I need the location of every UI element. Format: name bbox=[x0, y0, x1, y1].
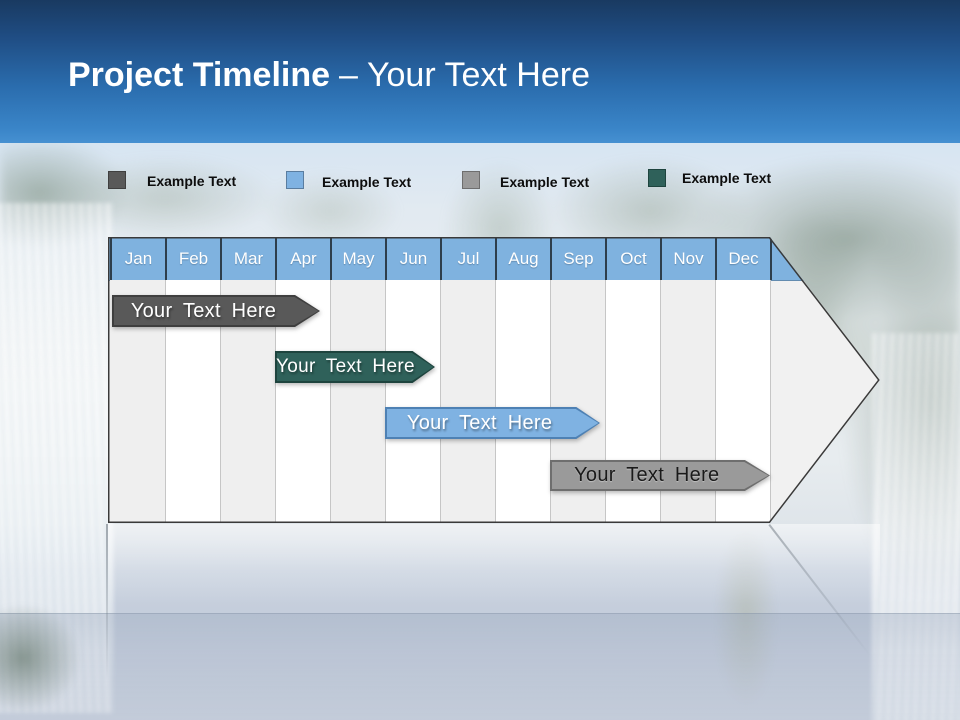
chart-reflection bbox=[108, 524, 880, 604]
legend-label-3: Example Text bbox=[500, 174, 590, 190]
title-main: Project Timeline bbox=[68, 56, 331, 94]
task-bar-fill bbox=[386, 408, 599, 438]
photo-pond bbox=[0, 613, 960, 720]
month-cell-apr: Apr bbox=[275, 237, 330, 280]
page-title: Project Timeline–Your Text Here bbox=[68, 56, 590, 94]
chart-reflection-left-line bbox=[106, 524, 108, 679]
month-header: Jan Feb Mar Apr May Jun Jul Aug Sep Oct … bbox=[110, 237, 772, 280]
task-bar-fill bbox=[551, 461, 769, 490]
month-cell-jun: Jun bbox=[385, 237, 440, 280]
legend-label-1: Example Text bbox=[147, 173, 237, 189]
month-cell-oct: Oct bbox=[605, 237, 660, 280]
month-cell-dec: Dec bbox=[715, 237, 770, 280]
month-column bbox=[330, 280, 385, 523]
legend-swatch-2 bbox=[286, 171, 304, 189]
legend-swatch-3 bbox=[462, 171, 480, 189]
legend-label-4: Example Text bbox=[682, 170, 772, 186]
month-column bbox=[385, 280, 440, 523]
photo-waterfall-right bbox=[872, 333, 960, 720]
task-bar-3: Your Text Here bbox=[385, 407, 600, 439]
task-bar-fill bbox=[113, 296, 319, 326]
title-separator: – bbox=[339, 56, 358, 94]
legend-label-2: Example Text bbox=[322, 174, 412, 190]
task-bar-label: Your Text Here bbox=[406, 411, 553, 434]
month-column bbox=[440, 280, 495, 523]
month-cell-sep: Sep bbox=[550, 237, 605, 280]
task-bar-label: Your Text Here bbox=[275, 356, 415, 377]
task-bar-fill bbox=[276, 352, 434, 382]
task-bar-label: Your Text Here bbox=[130, 299, 277, 322]
task-bar-1: Your Text Here bbox=[112, 295, 320, 327]
task-bar-2: Your Text Here bbox=[275, 351, 435, 383]
month-cell-jan: Jan bbox=[110, 237, 165, 280]
month-cell-jul: Jul bbox=[440, 237, 495, 280]
month-cell-mar: Mar bbox=[220, 237, 275, 280]
legend-swatch-4 bbox=[648, 169, 666, 187]
month-cell-feb: Feb bbox=[165, 237, 220, 280]
photo-bush bbox=[0, 578, 125, 720]
month-column bbox=[495, 280, 550, 523]
task-bar-4: Your Text Here bbox=[550, 460, 770, 491]
title-band: Project Timeline–Your Text Here bbox=[0, 0, 960, 143]
title-placeholder: Your Text Here bbox=[366, 56, 590, 94]
month-cell-may: May bbox=[330, 237, 385, 280]
task-bar-label: Your Text Here bbox=[574, 464, 720, 486]
month-cell-nov: Nov bbox=[660, 237, 715, 280]
legend-swatch-1 bbox=[108, 171, 126, 189]
month-cell-aug: Aug bbox=[495, 237, 550, 280]
